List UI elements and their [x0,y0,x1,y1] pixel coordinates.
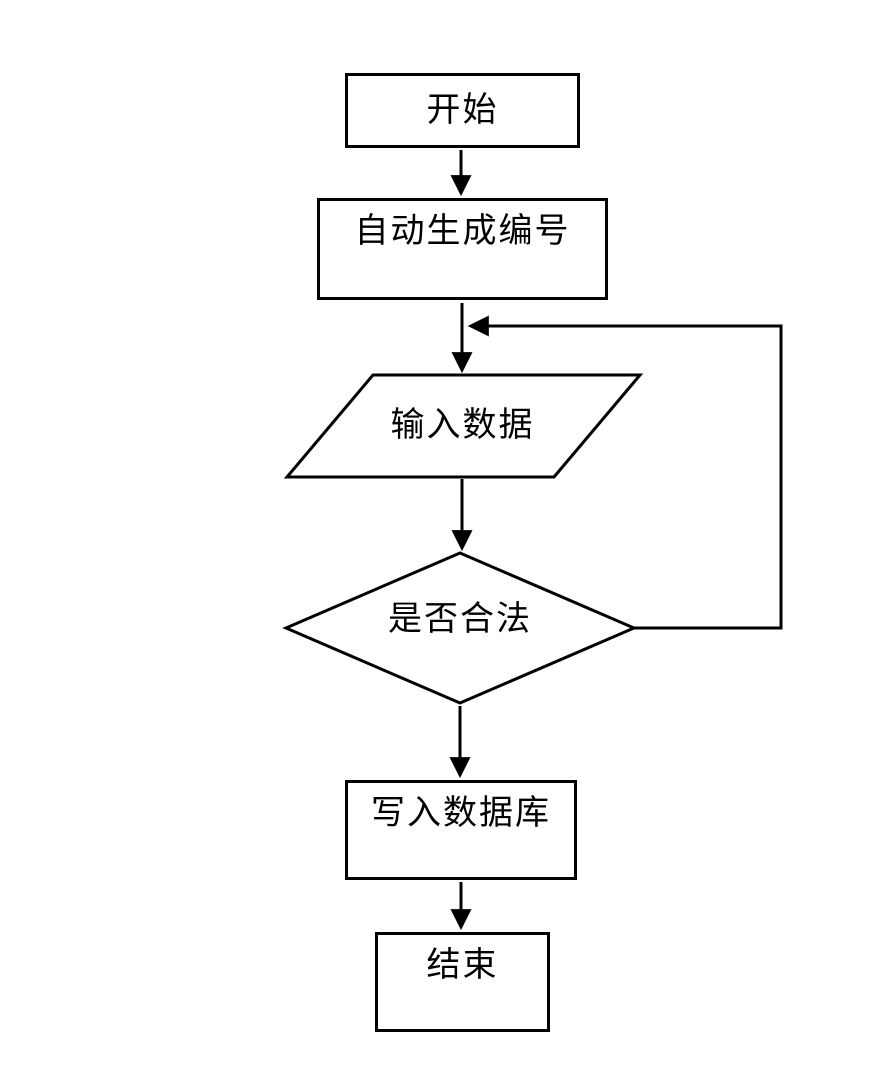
decision-diamond [282,551,638,705]
node-auto-generate-number-label: 自动生成编号 [354,211,571,251]
node-end: 结束 [375,932,550,1032]
node-input-data-label: 输入数据 [390,405,535,446]
node-write-database-label: 写入数据库 [371,793,551,833]
node-write-database: 写入数据库 [345,780,577,880]
node-input-data: 输入数据 [330,375,595,477]
edge-decision-loop-to-input [467,315,783,630]
node-start: 开始 [345,73,580,148]
node-start-label: 开始 [426,89,499,130]
node-validity-check: 是否合法 [286,553,634,703]
node-end-label: 结束 [426,945,499,985]
node-validity-check-label: 是否合法 [388,599,532,640]
input-data-parallelogram [283,373,644,479]
node-auto-generate-number: 自动生成编号 [317,198,608,300]
